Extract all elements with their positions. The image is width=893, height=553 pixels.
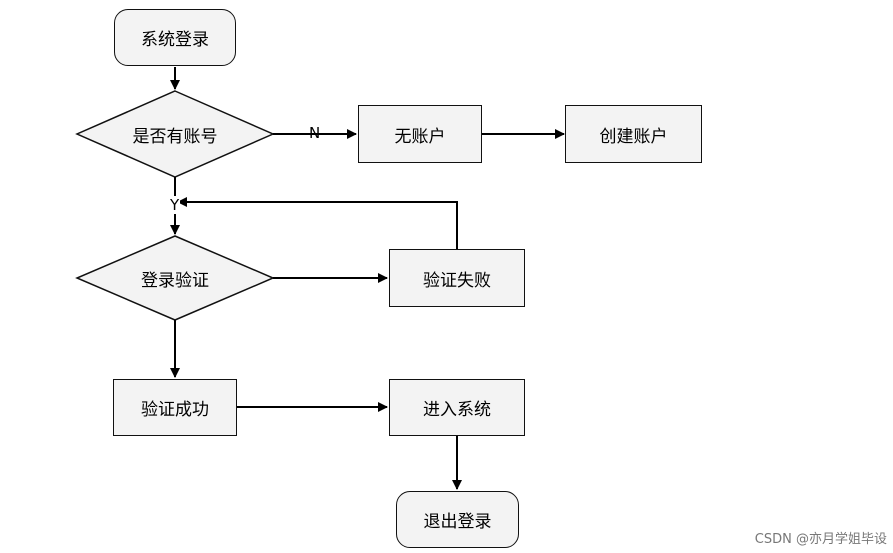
verify-success-node: 验证成功 xyxy=(113,379,237,436)
start-node: 系统登录 xyxy=(114,9,236,66)
start-node-label: 系统登录 xyxy=(141,30,209,50)
verify-fail-node: 验证失败 xyxy=(389,249,525,307)
no-account-node: 无账户 xyxy=(358,105,482,163)
enter-system-node-label: 进入系统 xyxy=(423,400,491,420)
logout-node-label: 退出登录 xyxy=(423,512,492,532)
create-account-node: 创建账户 xyxy=(565,105,702,163)
verify-success-node-label: 验证成功 xyxy=(141,400,209,420)
enter-system-node: 进入系统 xyxy=(389,379,525,436)
edge-fail-loop-back xyxy=(177,197,458,249)
logout-node: 退出登录 xyxy=(396,491,519,548)
has-account-decision: 是否有账号 xyxy=(77,91,273,177)
has-account-decision-label: 是否有账号 xyxy=(132,126,218,147)
watermark: CSDN @亦月学姐毕设 xyxy=(754,532,887,547)
edge-label-yes: Y xyxy=(169,196,181,214)
edge-label-no: N xyxy=(309,124,321,142)
create-account-node-label: 创建账户 xyxy=(599,126,668,147)
verify-fail-node-label: 验证失败 xyxy=(423,270,491,291)
login-verify-decision-label: 登录验证 xyxy=(141,270,209,291)
no-account-node-label: 无账户 xyxy=(394,126,446,147)
login-verify-decision: 登录验证 xyxy=(77,236,273,320)
